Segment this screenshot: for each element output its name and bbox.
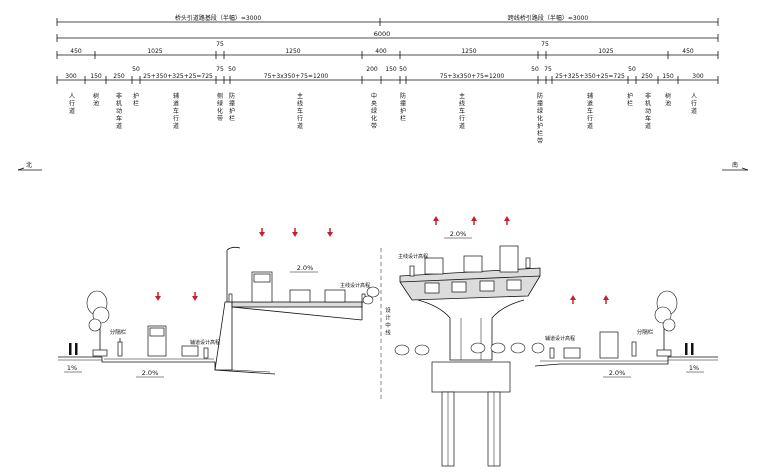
dim2-left-aux: 25+350+325+25=725 bbox=[143, 73, 213, 80]
title-right-half: 跨线桥引路段（半幅）=3000 bbox=[508, 14, 588, 22]
traffic-arrow-aux-left-1 bbox=[192, 296, 198, 301]
dim2-left-sidewalk: 300 bbox=[65, 73, 77, 80]
zone-label-left-3: 护栏 bbox=[133, 92, 139, 108]
zone-label-left-4: 辅道车行道 bbox=[173, 92, 179, 130]
dim-right-sidewalk-zone: 450 bbox=[682, 48, 694, 55]
dim-left-aux-zone: 1025 bbox=[147, 48, 162, 55]
callout-separator-left: 分隔栏 bbox=[110, 328, 127, 336]
zone-label-left-5: 侧绿化带 bbox=[217, 92, 223, 123]
traffic-arrow-bridge-1 bbox=[471, 216, 477, 221]
callout-aux-design-right: 辅道设计高程 bbox=[545, 335, 575, 342]
dim-left-mark: 75 bbox=[216, 41, 224, 48]
dim2-right-green-b: 75 bbox=[544, 66, 552, 73]
dim2-left-mark: 50 bbox=[132, 66, 140, 73]
dim2-center-b: 150 bbox=[385, 66, 397, 73]
zone-label-right-6: 树池 bbox=[665, 92, 671, 108]
slope-labels: 1% 2.0% 2.0% 2.0% 2.0% 1% bbox=[64, 230, 704, 378]
slope-left-main: 2.0% bbox=[297, 264, 314, 272]
left-cross-section bbox=[58, 246, 380, 375]
zone-label-left-0: 人行道 bbox=[69, 93, 75, 115]
dim2-right-barrier: 50 bbox=[399, 66, 407, 73]
zone-label-center: 中央绿化带 bbox=[371, 92, 377, 130]
slope-right-aux: 2.0% bbox=[609, 369, 626, 377]
dim2-left-treepit: 150 bbox=[90, 73, 102, 80]
traffic-arrow-main-left-1 bbox=[292, 232, 298, 237]
zone-label-right-5: 非机动车道 bbox=[645, 92, 651, 130]
zone-label-right-3: 辅道车行道 bbox=[587, 92, 593, 130]
callout-main-design-left: 主线设计高程 bbox=[340, 282, 370, 289]
zone-label-right-7: 人行道 bbox=[691, 93, 697, 115]
dim-left-main-zone: 1250 bbox=[285, 48, 300, 55]
zone-label-right-2: 防撞绿化护栏带 bbox=[537, 92, 543, 145]
slope-left-aux: 2.0% bbox=[142, 369, 159, 377]
slope-left-sidewalk: 1% bbox=[67, 364, 77, 372]
dim-right-mark: 75 bbox=[541, 41, 549, 48]
slope-bridge: 2.0% bbox=[450, 230, 467, 238]
dimension-row-2: 300 150 250 50 25+350+325+25=725 75 50 7… bbox=[56, 66, 719, 84]
dim2-left-green-b: 50 bbox=[228, 66, 236, 73]
traffic-arrow-aux-right-0 bbox=[570, 295, 576, 300]
zone-label-left-6: 防撞护栏 bbox=[229, 92, 235, 123]
traffic-arrow-main-left-0 bbox=[259, 232, 265, 237]
callout-separator-right: 分隔栏 bbox=[637, 328, 654, 336]
design-centerline-text: 设计中线 bbox=[385, 306, 391, 337]
zone-labels: 人行道树池非机动车道护栏辅道车行道侧绿化带防撞护栏主线车行道中央绿化带防撞护栏主… bbox=[69, 92, 697, 145]
traffic-arrow-bridge-0 bbox=[433, 216, 439, 221]
dim2-left-bike: 250 bbox=[113, 73, 125, 80]
zone-label-right-1: 主线车行道 bbox=[459, 92, 465, 130]
dim2-right-bike: 250 bbox=[641, 73, 653, 80]
dimension-row-1: 450 1025 75 1250 400 1250 75 1025 450 bbox=[56, 41, 719, 59]
traffic-arrow-aux-left-0 bbox=[155, 296, 161, 301]
dimension-row-total: 6000 bbox=[56, 30, 719, 42]
dim-left-sidewalk-zone: 450 bbox=[70, 48, 82, 55]
dim2-left-main: 75+3x350+75=1200 bbox=[264, 73, 329, 80]
dim2-right-aux: 25+325+350+25=725 bbox=[555, 73, 625, 80]
zone-label-right-4: 护栏 bbox=[627, 92, 633, 108]
slope-right-sidewalk: 1% bbox=[689, 364, 699, 372]
direction-south-label: 南 bbox=[732, 161, 738, 169]
callout-aux-design-left: 辅道设计高程 bbox=[190, 339, 220, 346]
dim2-right-green-a: 50 bbox=[531, 66, 539, 73]
zone-label-right-0: 防撞护栏 bbox=[400, 92, 406, 123]
zone-label-left-2: 非机动车道 bbox=[116, 92, 122, 130]
traffic-arrows bbox=[155, 216, 609, 304]
dim2-right-treepit: 150 bbox=[662, 73, 674, 80]
right-cross-section bbox=[394, 245, 718, 467]
dim-right-main-zone: 1250 bbox=[461, 48, 476, 55]
zone-label-left-1: 树池 bbox=[93, 92, 99, 108]
zone-label-left-7: 主线车行道 bbox=[297, 92, 303, 130]
dim2-center-a: 200 bbox=[366, 66, 378, 73]
dim2-right-sidewalk: 300 bbox=[692, 73, 704, 80]
traffic-arrow-main-left-2 bbox=[327, 232, 333, 237]
dim-right-aux-zone: 1025 bbox=[598, 48, 613, 55]
callout-design-centerline: 设计中线 bbox=[385, 306, 391, 337]
direction-markers: 北 南 bbox=[17, 161, 749, 171]
dimension-row-titles: 桥头引道路基段（半幅）=3000 跨线桥引路段（半幅）=3000 bbox=[56, 14, 719, 26]
traffic-arrow-bridge-2 bbox=[504, 216, 510, 221]
dim2-right-main: 75+3x350+75=1200 bbox=[440, 73, 505, 80]
direction-north-label: 北 bbox=[26, 161, 32, 169]
callouts: 分隔栏 分隔栏 辅道设计高程 辅道设计高程 主线设计高程 主线设计高程 设计中线 bbox=[110, 253, 654, 346]
dim-center-median: 400 bbox=[375, 48, 387, 55]
traffic-arrow-aux-right-1 bbox=[603, 295, 609, 300]
dim2-right-mark: 50 bbox=[628, 66, 636, 73]
total-width-label: 6000 bbox=[374, 30, 391, 38]
title-left-half: 桥头引道路基段（半幅）=3000 bbox=[175, 14, 261, 22]
dim2-left-green-a: 75 bbox=[216, 66, 224, 73]
callout-main-design-bridge: 主线设计高程 bbox=[398, 253, 428, 260]
